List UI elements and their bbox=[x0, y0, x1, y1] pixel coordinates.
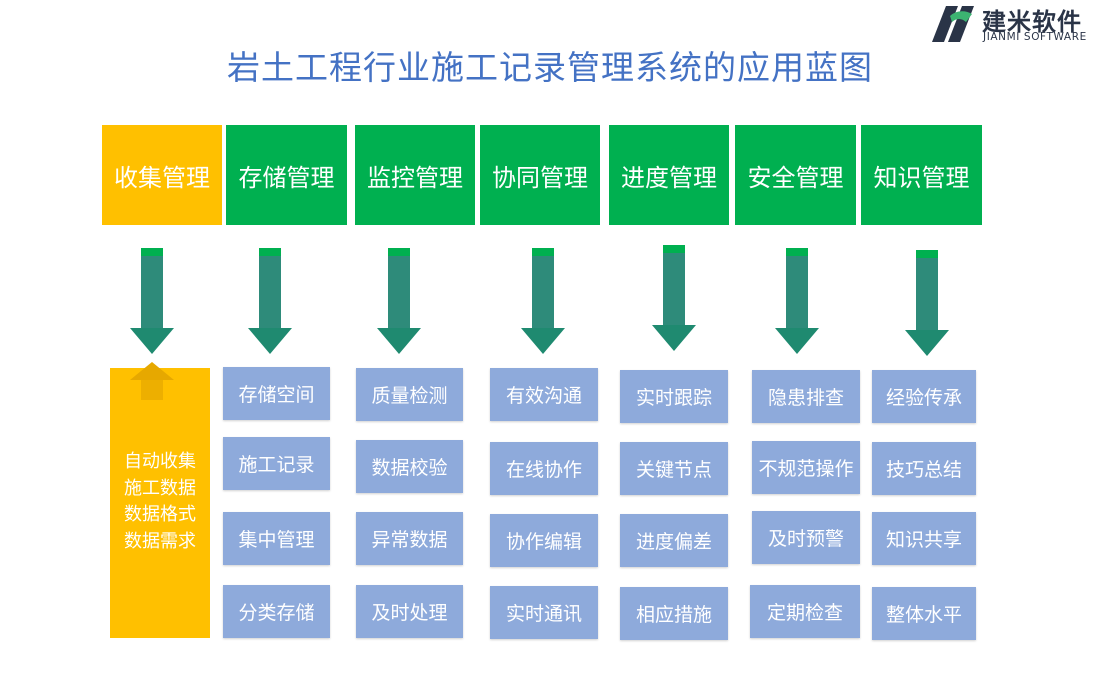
storage-item: 施工记录 bbox=[223, 437, 330, 490]
header-collect: 收集管理 bbox=[102, 125, 222, 225]
progress-item: 关键节点 bbox=[620, 442, 728, 495]
monitor-item: 质量检测 bbox=[356, 368, 463, 421]
logo-name-cn: 建米软件 bbox=[982, 8, 1082, 36]
storage-item: 集中管理 bbox=[223, 512, 330, 565]
monitor-item: 及时处理 bbox=[356, 585, 463, 638]
collab-item: 在线协作 bbox=[490, 442, 598, 495]
monitor-item: 异常数据 bbox=[356, 512, 463, 565]
down-arrow-icon bbox=[130, 248, 174, 354]
collect-line: 数据格式 bbox=[124, 504, 196, 525]
header-collab: 协同管理 bbox=[480, 125, 600, 225]
progress-item: 相应措施 bbox=[620, 587, 728, 640]
progress-item: 实时跟踪 bbox=[620, 370, 728, 423]
collect-line: 施工数据 bbox=[124, 477, 196, 499]
header-knowledge: 知识管理 bbox=[861, 125, 982, 225]
storage-item: 分类存储 bbox=[223, 585, 330, 638]
knowledge-item: 知识共享 bbox=[872, 512, 976, 565]
knowledge-item: 经验传承 bbox=[872, 370, 976, 423]
header-safety: 安全管理 bbox=[735, 125, 856, 225]
knowledge-item: 技巧总结 bbox=[872, 442, 976, 495]
down-arrow-icon bbox=[652, 245, 696, 351]
safety-item: 定期检查 bbox=[750, 585, 860, 638]
down-arrow-icon bbox=[377, 248, 421, 354]
collect-detail-text: 自动收集 施工数据 数据格式 数据需求 bbox=[110, 449, 210, 555]
down-arrow-icon bbox=[775, 248, 819, 354]
storage-item: 存储空间 bbox=[223, 367, 330, 420]
collect-line: 数据需求 bbox=[124, 530, 196, 552]
safety-item: 不规范操作 bbox=[752, 441, 860, 494]
down-arrow-icon bbox=[521, 248, 565, 354]
header-storage: 存储管理 bbox=[226, 125, 347, 225]
collab-item: 协作编辑 bbox=[490, 514, 598, 567]
logo-mark-icon bbox=[932, 6, 974, 42]
progress-item: 进度偏差 bbox=[620, 514, 728, 567]
page-title: 岩土工程行业施工记录管理系统的应用蓝图 bbox=[227, 48, 873, 87]
monitor-item: 数据校验 bbox=[356, 440, 463, 493]
safety-item: 隐患排查 bbox=[752, 370, 860, 423]
collect-line: 自动收集 bbox=[124, 451, 196, 472]
logo-name-en: JIANMI SOFTWARE bbox=[983, 31, 1087, 43]
up-arrow-icon bbox=[130, 362, 174, 400]
down-arrow-icon bbox=[905, 250, 949, 356]
knowledge-item: 整体水平 bbox=[872, 587, 976, 640]
collect-detail-box bbox=[110, 368, 210, 638]
header-monitor: 监控管理 bbox=[355, 125, 475, 225]
safety-item: 及时预警 bbox=[752, 511, 860, 564]
collab-item: 实时通讯 bbox=[490, 586, 598, 639]
brand-logo: 建米软件 JIANMI SOFTWARE bbox=[924, 0, 1100, 48]
header-progress: 进度管理 bbox=[609, 125, 729, 225]
down-arrow-icon bbox=[248, 248, 292, 354]
collab-item: 有效沟通 bbox=[490, 368, 598, 421]
